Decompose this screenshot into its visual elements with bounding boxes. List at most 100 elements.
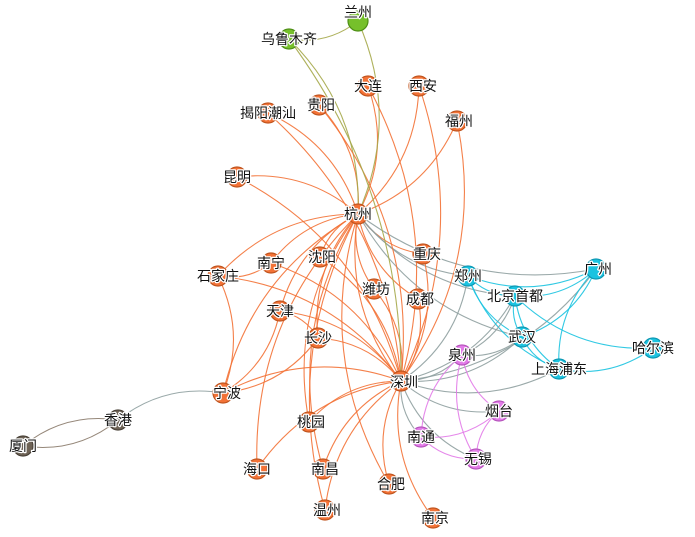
node-label-guiyang: 贵阳 bbox=[307, 98, 335, 114]
node-circle-wuhan[interactable] bbox=[511, 326, 533, 348]
node-circle-ningbo[interactable] bbox=[212, 382, 234, 404]
node-label-tianjin: 天津 bbox=[266, 304, 294, 320]
node-circle-shijiazhuang[interactable] bbox=[207, 265, 229, 287]
node-circle-yantai[interactable] bbox=[488, 400, 510, 422]
edge-shenzhen-urumqi bbox=[288, 38, 402, 382]
edge-shenzhen-dalian bbox=[367, 85, 418, 382]
node-hongkong[interactable]: 香港 bbox=[103, 409, 133, 431]
node-xian[interactable]: 西安 bbox=[408, 75, 438, 97]
node-circle-chongqing[interactable] bbox=[412, 243, 434, 265]
edge-shenzhen-wuxi bbox=[400, 380, 477, 460]
node-changsha[interactable]: 长沙 bbox=[303, 327, 333, 349]
node-label-harbin: 哈尔滨 bbox=[632, 341, 674, 357]
node-circle-jieyang[interactable] bbox=[257, 102, 279, 124]
node-circle-changsha[interactable] bbox=[307, 327, 329, 349]
node-label-nanchang: 南昌 bbox=[311, 462, 339, 478]
node-circle-dalian[interactable] bbox=[357, 75, 379, 97]
node-label-ningbo: 宁波 bbox=[213, 385, 241, 402]
node-weifang[interactable]: 潍坊 bbox=[361, 278, 391, 300]
node-nantong[interactable]: 南通 bbox=[406, 426, 436, 448]
node-circle-nanchang[interactable] bbox=[312, 458, 334, 480]
node-shenzhen[interactable]: 深圳 bbox=[389, 370, 419, 392]
node-circle-haikou[interactable] bbox=[246, 458, 268, 480]
node-xiamen[interactable]: 厦门 bbox=[8, 435, 38, 457]
edge-hangzhou-beijing bbox=[357, 213, 516, 297]
node-nanjing[interactable]: 南京 bbox=[420, 507, 450, 529]
node-circle-quanzhou[interactable] bbox=[451, 344, 473, 366]
node-circle-shenyang[interactable] bbox=[309, 246, 331, 268]
node-circle-wuxi[interactable] bbox=[465, 448, 487, 470]
node-haikou[interactable]: 海口 bbox=[242, 458, 272, 480]
node-shanghai[interactable]: 上海浦东 bbox=[530, 358, 588, 380]
node-label-fuzhou: 福州 bbox=[445, 114, 473, 130]
node-circle-chengdu[interactable] bbox=[407, 288, 429, 310]
node-circle-shenzhen[interactable] bbox=[390, 370, 412, 392]
node-circle-xian[interactable] bbox=[408, 75, 430, 97]
edge-hongkong-xiamen bbox=[22, 417, 119, 447]
node-circle-tianjin[interactable] bbox=[269, 300, 291, 322]
node-hefei[interactable]: 合肥 bbox=[376, 473, 406, 495]
node-tianjin[interactable]: 天津 bbox=[265, 300, 295, 322]
node-label-haikou: 海口 bbox=[243, 462, 271, 478]
node-wenzhou[interactable]: 温州 bbox=[312, 499, 342, 521]
node-circle-weifang[interactable] bbox=[363, 278, 385, 300]
node-circle-fuzhou[interactable] bbox=[446, 110, 468, 132]
node-circle-taoyuan[interactable] bbox=[298, 411, 320, 433]
node-label-wuxi: 无锡 bbox=[464, 452, 492, 468]
node-yantai[interactable]: 烟台 bbox=[484, 400, 514, 422]
edge-shenzhen-zhengzhou bbox=[400, 275, 469, 382]
node-circle-nanning[interactable] bbox=[260, 252, 282, 274]
node-circle-urumqi[interactable] bbox=[278, 28, 300, 50]
node-taoyuan[interactable]: 桃园 bbox=[296, 411, 326, 433]
node-guangzhou[interactable]: 广州 bbox=[583, 258, 613, 280]
node-circle-shanghai[interactable] bbox=[548, 358, 570, 380]
node-circle-guangzhou[interactable] bbox=[585, 258, 607, 280]
node-circle-nantong[interactable] bbox=[410, 426, 432, 448]
node-harbin[interactable]: 哈尔滨 bbox=[631, 337, 675, 359]
node-nanchang[interactable]: 南昌 bbox=[310, 458, 340, 480]
node-circle-harbin[interactable] bbox=[642, 337, 664, 359]
node-label-urumqi: 乌鲁木齐 bbox=[261, 32, 317, 48]
edge-quanzhou-wuxi bbox=[455, 354, 477, 460]
node-wuhan[interactable]: 武汉 bbox=[507, 326, 537, 348]
node-nanning[interactable]: 南宁 bbox=[256, 252, 286, 274]
node-circle-wenzhou[interactable] bbox=[314, 499, 336, 521]
edge-hangzhou-hefei bbox=[341, 213, 390, 485]
node-label-lanzhou: 兰州 bbox=[344, 5, 372, 21]
node-jieyang[interactable]: 揭阳潮汕 bbox=[239, 102, 297, 124]
edge-hangzhou-lanzhou bbox=[357, 20, 380, 215]
node-chongqing[interactable]: 重庆 bbox=[412, 243, 442, 265]
node-lanzhou[interactable]: 兰州 bbox=[343, 4, 373, 32]
node-circle-hangzhou[interactable] bbox=[347, 203, 369, 225]
node-beijing[interactable]: 北京首都 bbox=[486, 285, 544, 307]
node-circle-lanzhou[interactable] bbox=[347, 10, 369, 32]
node-dalian[interactable]: 大连 bbox=[353, 75, 383, 97]
edge-hangzhou-jieyang bbox=[267, 112, 359, 215]
node-chengdu[interactable]: 成都 bbox=[405, 288, 435, 310]
node-ningbo[interactable]: 宁波 bbox=[212, 382, 242, 404]
node-fuzhou[interactable]: 福州 bbox=[444, 110, 474, 132]
node-quanzhou[interactable]: 泉州 bbox=[447, 344, 477, 366]
node-label-hongkong: 香港 bbox=[104, 413, 132, 429]
node-label-changsha: 长沙 bbox=[304, 331, 332, 347]
node-circle-guiyang[interactable] bbox=[308, 94, 330, 116]
node-circle-beijing[interactable] bbox=[504, 285, 526, 307]
edge-shenzhen-guiyang bbox=[318, 104, 404, 382]
edge-ningbo-tianjin bbox=[222, 310, 281, 394]
node-hangzhou[interactable]: 杭州 bbox=[343, 203, 373, 225]
node-kunming[interactable]: 昆明 bbox=[222, 166, 252, 188]
node-wuxi[interactable]: 无锡 bbox=[463, 448, 493, 470]
node-circle-hefei[interactable] bbox=[378, 473, 400, 495]
node-urumqi[interactable]: 乌鲁木齐 bbox=[260, 28, 318, 50]
node-zhengzhou[interactable]: 郑州 bbox=[453, 265, 483, 287]
edge-beijing-harbin bbox=[514, 295, 654, 349]
node-circle-zhengzhou[interactable] bbox=[457, 265, 479, 287]
node-shenyang[interactable]: 沈阳 bbox=[307, 246, 337, 268]
node-shijiazhuang[interactable]: 石家庄 bbox=[196, 265, 240, 287]
node-circle-xiamen[interactable] bbox=[12, 435, 34, 457]
node-circle-hongkong[interactable] bbox=[107, 409, 129, 431]
edge-shenzhen-wenzhou bbox=[324, 380, 402, 511]
node-guiyang[interactable]: 贵阳 bbox=[306, 94, 336, 116]
node-circle-nanjing[interactable] bbox=[422, 507, 444, 529]
node-circle-kunming[interactable] bbox=[226, 166, 248, 188]
